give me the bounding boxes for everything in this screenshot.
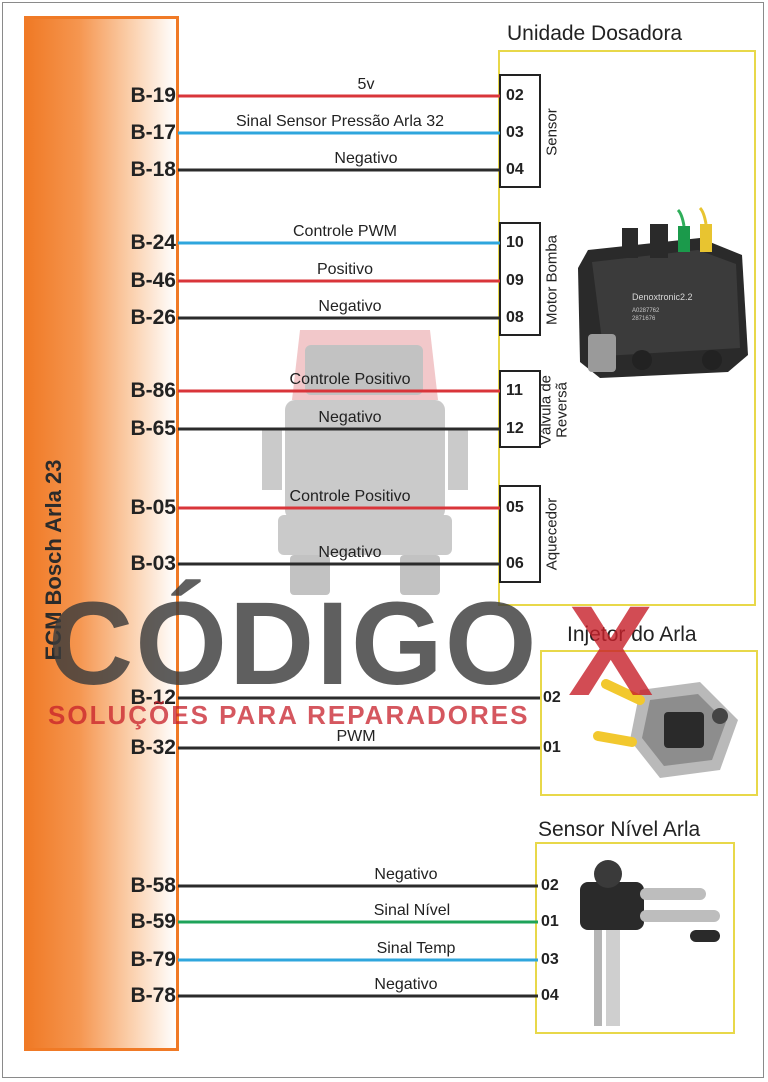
- pin-b-86: B-86: [130, 379, 176, 402]
- wire-label-b-24: Controle PWM: [292, 223, 398, 240]
- terminal-b-17: 03: [506, 124, 524, 141]
- pin-b-79: B-79: [130, 948, 176, 971]
- wire-label-b-59: Sinal Nível: [373, 902, 451, 919]
- wire-label-b-17: Sinal Sensor Pressão Arla 32: [235, 113, 445, 130]
- pin-b-17: B-17: [130, 121, 176, 144]
- terminal-b-78: 04: [541, 987, 559, 1004]
- wire-label-b-79: Sinal Temp: [376, 940, 456, 957]
- pin-b-65: B-65: [130, 417, 176, 440]
- wire-label-b-78: Negativo: [374, 976, 438, 993]
- unidade-dosadora-title: Unidade Dosadora: [507, 22, 683, 45]
- sensor-connector-block: [499, 74, 541, 188]
- terminal-b-46: 09: [506, 272, 524, 289]
- terminal-b-03: 06: [506, 555, 524, 572]
- wire-label-b-05: Controle Positivo: [289, 488, 411, 505]
- injetor-box: [540, 650, 758, 796]
- wire-label-b-03: Negativo: [318, 544, 382, 561]
- dosing-unit-serial-text: 2871676: [632, 316, 656, 322]
- terminal-b-32: 01: [543, 739, 561, 756]
- terminal-b-26: 08: [506, 309, 524, 326]
- pin-b-26: B-26: [130, 306, 176, 329]
- terminal-b-18: 04: [506, 161, 524, 178]
- pin-b-78: B-78: [130, 984, 176, 1007]
- wire-label-b-58: Negativo: [374, 866, 438, 883]
- dosing-unit-brand-text: Denoxtronic2.2: [632, 292, 693, 302]
- terminal-b-59: 01: [541, 913, 559, 930]
- pin-b-24: B-24: [130, 231, 176, 254]
- pin-b-32: B-32: [130, 736, 176, 759]
- pin-b-46: B-46: [130, 269, 176, 292]
- wire-label-b-46: Positivo: [316, 261, 374, 278]
- terminal-b-65: 12: [506, 420, 524, 437]
- terminal-b-79: 03: [541, 951, 559, 968]
- wire-label-b-26: Negativo: [318, 298, 382, 315]
- motor-bomba-connector-block: [499, 222, 541, 336]
- watermark-brand-x: X: [568, 580, 654, 723]
- sensor-nivel-title: Sensor Nível Arla: [538, 818, 701, 841]
- pin-b-03: B-03: [130, 552, 176, 575]
- terminal-b-05: 05: [506, 499, 524, 516]
- pin-b-59: B-59: [130, 910, 176, 933]
- terminal-b-58: 02: [541, 877, 559, 894]
- wire-label-b-65: Negativo: [318, 409, 382, 426]
- wire-label-b-18: Negativo: [334, 150, 398, 167]
- pin-b-18: B-18: [130, 158, 176, 181]
- terminal-b-19: 02: [506, 87, 524, 104]
- watermark-tagline: SOLUÇÕES PARA REPARADORES: [48, 700, 530, 730]
- watermark-brand: CÓDIGO: [48, 578, 539, 710]
- terminal-b-86: 11: [506, 382, 523, 399]
- dosing-unit-part-text: A0287762: [632, 308, 660, 314]
- aquecedor-connector-block: [499, 485, 541, 583]
- sensor-nivel-box: [535, 842, 735, 1034]
- pin-b-58: B-58: [130, 874, 176, 897]
- valvula-reversao-connector-block: [499, 370, 541, 448]
- wire-label-b-86: Controle Positivo: [289, 371, 411, 388]
- pin-b-05: B-05: [130, 496, 176, 519]
- ecm-panel: [24, 16, 179, 1051]
- wire-label-b-32: PWM: [336, 728, 376, 745]
- terminal-b-12: 02: [543, 689, 561, 706]
- injetor-title: Injetor do Arla: [567, 623, 697, 646]
- pin-b-12: B-12: [130, 686, 176, 709]
- pin-b-19: B-19: [130, 84, 176, 107]
- wire-label-b-19: 5v: [357, 76, 375, 93]
- terminal-b-24: 10: [506, 234, 524, 251]
